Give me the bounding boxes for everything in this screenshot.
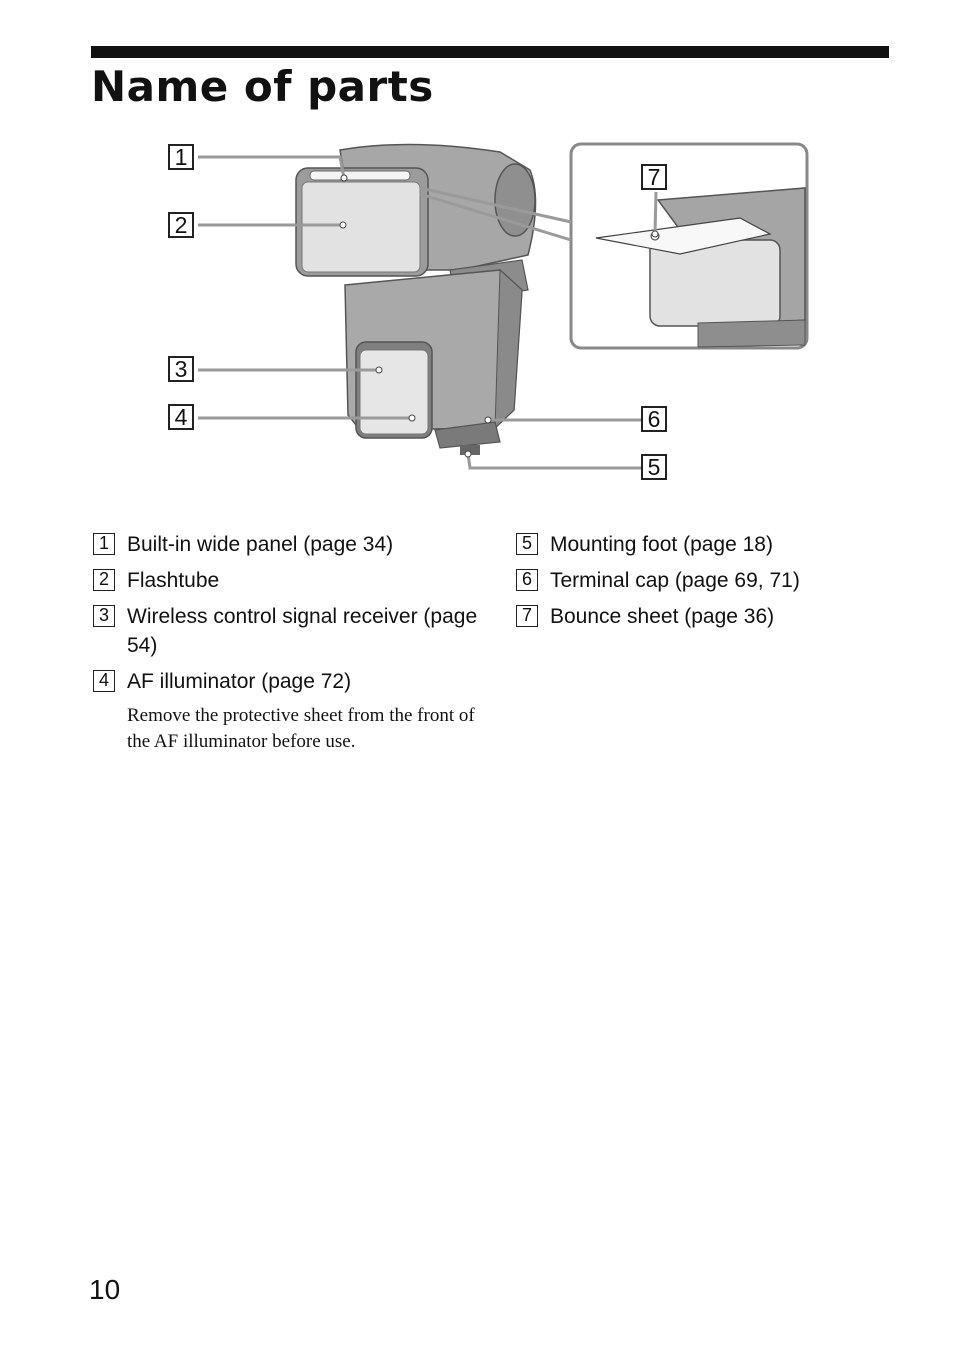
page-number: 10 <box>89 1274 121 1305</box>
item-number: 1 <box>93 533 115 555</box>
item-label: Built-in wide panel (page 34) <box>127 533 394 556</box>
callout-1: 1 <box>168 144 194 170</box>
item-label: Bounce sheet (page 36) <box>550 605 775 628</box>
item-number: 2 <box>93 569 115 591</box>
callout-2: 2 <box>168 212 194 238</box>
item-label: Terminal cap (page 69, 71) <box>550 569 800 592</box>
callout-7: 7 <box>641 164 667 190</box>
list-item: 4 AF illuminator (page 72) <box>91 667 491 696</box>
item-label: Wireless control signal receiver (page 5… <box>127 605 478 657</box>
callout-6: 6 <box>641 406 667 432</box>
item-number: 5 <box>516 533 538 555</box>
callout-3: 3 <box>168 356 194 382</box>
flash-illustration <box>198 142 809 470</box>
item-number: 3 <box>93 605 115 627</box>
item-label: Mounting foot (page 18) <box>550 533 773 556</box>
callout-5: 5 <box>641 454 667 480</box>
list-item: 6 Terminal cap (page 69, 71) <box>514 566 894 595</box>
list-item: 3 Wireless control signal receiver (page… <box>91 602 491 660</box>
list-item: 1 Built-in wide panel (page 34) <box>91 530 491 559</box>
list-item: 5 Mounting foot (page 18) <box>514 530 894 559</box>
page-title: Name of parts <box>91 62 434 111</box>
af-illuminator-note: Remove the protective sheet from the fro… <box>127 705 475 752</box>
flash-diagram: 1 2 3 4 5 6 7 <box>150 130 830 490</box>
item-label: Flashtube <box>127 569 220 592</box>
item-label: AF illuminator (page 72) <box>127 670 352 693</box>
parts-list-right: 5 Mounting foot (page 18) 6 Terminal cap… <box>514 530 894 638</box>
item-number: 7 <box>516 605 538 627</box>
title-rule <box>91 46 889 58</box>
parts-list-left: 1 Built-in wide panel (page 34) 2 Flasht… <box>91 530 491 755</box>
item-number: 6 <box>516 569 538 591</box>
list-item: 2 Flashtube <box>91 566 491 595</box>
list-item: 7 Bounce sheet (page 36) <box>514 602 894 631</box>
callout-4: 4 <box>168 404 194 430</box>
item-number: 4 <box>93 670 115 692</box>
